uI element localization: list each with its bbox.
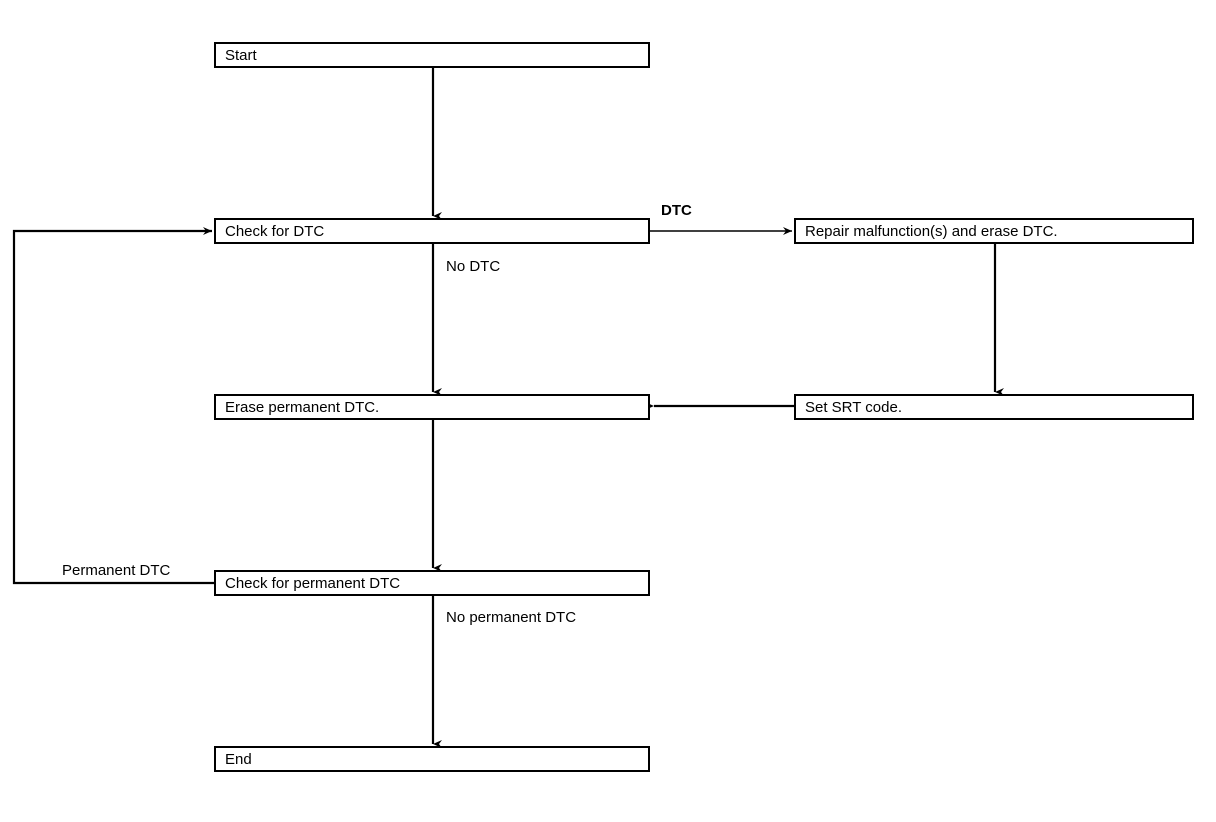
node-set-srt-code[interactable]: Set SRT code. xyxy=(794,394,1194,420)
edge-check-perm-to-check-dtc xyxy=(12,227,214,585)
edge-label-permanent-dtc: Permanent DTC xyxy=(62,562,171,579)
node-end[interactable]: End xyxy=(214,746,650,772)
node-check-for-dtc[interactable]: Check for DTC xyxy=(214,218,650,244)
node-erase-permanent-dtc[interactable]: Erase permanent DTC. xyxy=(214,394,650,420)
node-set-srt-code-label: Set SRT code. xyxy=(805,398,903,416)
node-end-label: End xyxy=(225,750,252,768)
node-check-for-permanent-dtc-label: Check for permanent DTC xyxy=(225,574,401,592)
edge-label-no-dtc: No DTC xyxy=(446,258,501,275)
node-erase-permanent-dtc-label: Erase permanent DTC. xyxy=(225,398,380,416)
node-repair-malfunctions-label: Repair malfunction(s) and erase DTC. xyxy=(805,222,1058,240)
node-check-for-permanent-dtc[interactable]: Check for permanent DTC xyxy=(214,570,650,596)
edge-label-no-permanent-dtc: No permanent DTC xyxy=(446,609,577,626)
node-repair-malfunctions[interactable]: Repair malfunction(s) and erase DTC. xyxy=(794,218,1194,244)
node-check-for-dtc-label: Check for DTC xyxy=(225,222,325,240)
node-start[interactable]: Start xyxy=(214,42,650,68)
node-start-label: Start xyxy=(225,46,257,64)
edge-label-dtc: DTC xyxy=(661,202,692,219)
